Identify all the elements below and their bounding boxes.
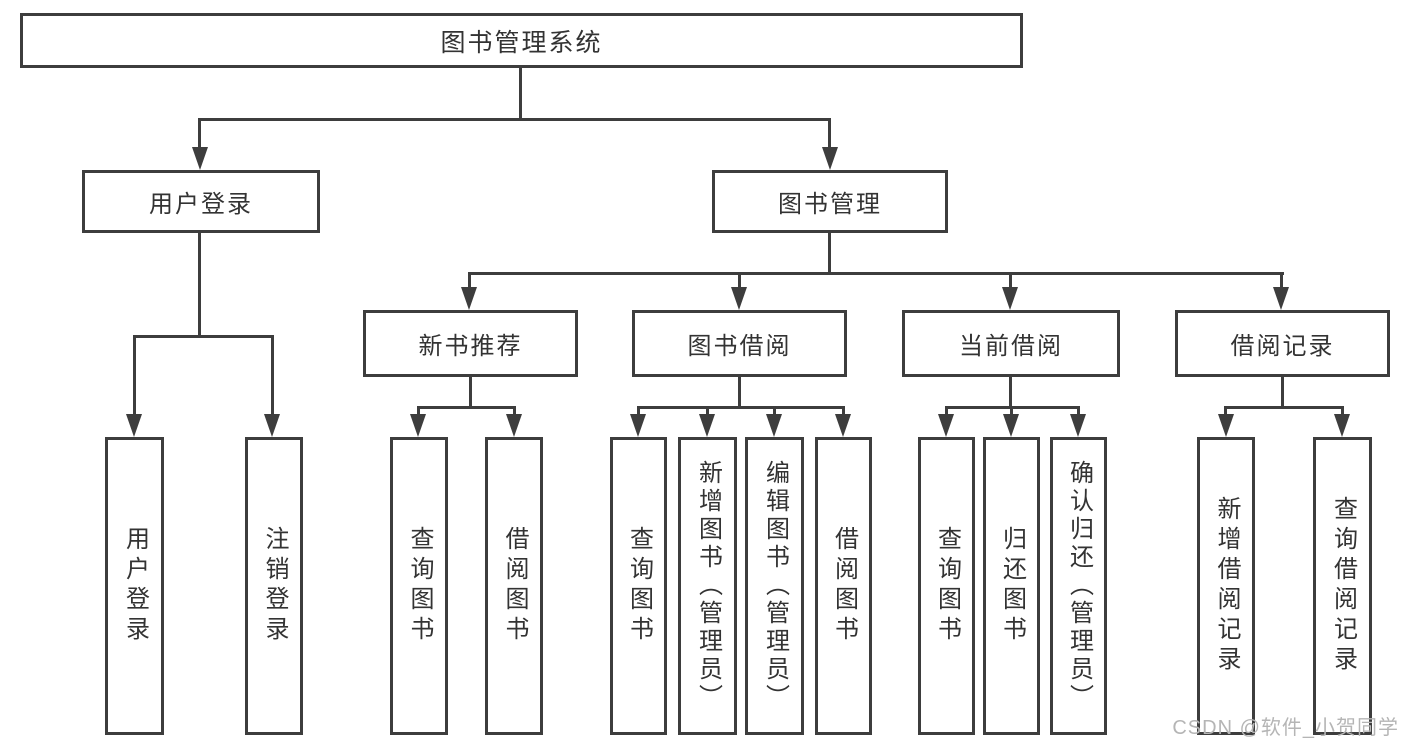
connector-bookborrow-drop-1 bbox=[637, 406, 640, 416]
connector-root-drop-right bbox=[828, 118, 831, 150]
arrowhead-newbooks-leaf-2 bbox=[506, 414, 522, 437]
arrowhead-records-leaf-1 bbox=[1218, 414, 1234, 437]
leaf-current-confirm-admin: 确认归还（管理员） bbox=[1050, 437, 1107, 735]
connector-root-drop-left bbox=[198, 118, 201, 150]
node-book-management: 图书管理 bbox=[712, 170, 948, 233]
connector-currentborrow-drop-2 bbox=[1010, 406, 1013, 416]
arrowhead-borrow-records bbox=[1273, 287, 1289, 310]
leaf-current-query: 查询图书 bbox=[918, 437, 975, 735]
arrowhead-bookborrow-leaf-2 bbox=[699, 414, 715, 437]
arrowhead-bookborrow-leaf-3 bbox=[766, 414, 782, 437]
node-user-login: 用户登录 bbox=[82, 170, 320, 233]
arrowhead-records-leaf-2 bbox=[1334, 414, 1350, 437]
connector-userlogin-drop-1 bbox=[133, 335, 136, 414]
arrowhead-book-management bbox=[822, 147, 838, 170]
node-borrow-records: 借阅记录 bbox=[1175, 310, 1390, 377]
arrowhead-currentborrow-leaf-3 bbox=[1070, 414, 1086, 437]
leaf-borrow-borrow: 借阅图书 bbox=[815, 437, 872, 735]
connector-newbooks-rail bbox=[417, 406, 516, 409]
leaf-newbooks-query: 查询图书 bbox=[390, 437, 448, 735]
leaf-borrow-add-admin: 新增图书（管理员） bbox=[678, 437, 737, 735]
connector-bookborrow-drop-4 bbox=[842, 406, 845, 416]
watermark: CSDN @软件_小贺同学 bbox=[1172, 717, 1399, 739]
leaf-user-login: 用户登录 bbox=[105, 437, 164, 735]
connector-bookborrow-stem bbox=[738, 377, 741, 409]
connector-records-drop-1 bbox=[1224, 406, 1227, 416]
arrowhead-current-borrow bbox=[1002, 287, 1018, 310]
connector-newbooks-drop-2 bbox=[513, 406, 516, 416]
arrowhead-login-leaf-1 bbox=[126, 414, 142, 437]
connector-userlogin-stem bbox=[198, 233, 201, 338]
arrowhead-new-books bbox=[461, 287, 477, 310]
connector-bookborrow-drop-3 bbox=[773, 406, 776, 416]
connector-bookborrow-drop-2 bbox=[706, 406, 709, 416]
connector-currentborrow-drop-3 bbox=[1077, 406, 1080, 416]
arrowhead-newbooks-leaf-1 bbox=[410, 414, 426, 437]
connector-l3-drop-1 bbox=[468, 272, 471, 288]
arrowhead-currentborrow-leaf-2 bbox=[1003, 414, 1019, 437]
connector-records-rail bbox=[1224, 406, 1344, 409]
connector-root-rail bbox=[198, 118, 831, 121]
leaf-borrow-edit-admin: 编辑图书（管理员） bbox=[745, 437, 804, 735]
connector-bookborrow-rail bbox=[637, 406, 844, 409]
node-new-books: 新书推荐 bbox=[363, 310, 578, 377]
leaf-records-query: 查询借阅记录 bbox=[1313, 437, 1372, 735]
arrowhead-book-borrow bbox=[731, 287, 747, 310]
connector-currentborrow-drop-1 bbox=[945, 406, 948, 416]
arrowhead-currentborrow-leaf-1 bbox=[938, 414, 954, 437]
node-book-borrow: 图书借阅 bbox=[632, 310, 847, 377]
arrowhead-bookborrow-leaf-1 bbox=[630, 414, 646, 437]
leaf-borrow-query: 查询图书 bbox=[610, 437, 667, 735]
connector-root-stem bbox=[519, 68, 522, 121]
arrowhead-login-leaf-2 bbox=[264, 414, 280, 437]
leaf-newbooks-borrow: 借阅图书 bbox=[485, 437, 543, 735]
connector-bookmgmt-rail bbox=[468, 272, 1284, 275]
connector-currentborrow-stem bbox=[1009, 377, 1012, 409]
leaf-records-add: 新增借阅记录 bbox=[1197, 437, 1255, 735]
connector-newbooks-drop-1 bbox=[417, 406, 420, 416]
connector-l3-drop-4 bbox=[1280, 272, 1283, 288]
node-current-borrow: 当前借阅 bbox=[902, 310, 1120, 377]
connector-userlogin-rail bbox=[133, 335, 274, 338]
connector-l3-drop-2 bbox=[738, 272, 741, 288]
connector-l3-drop-3 bbox=[1009, 272, 1012, 288]
connector-records-drop-2 bbox=[1341, 406, 1344, 416]
connector-records-stem bbox=[1281, 377, 1284, 409]
node-root-system: 图书管理系统 bbox=[20, 13, 1023, 68]
connector-bookmgmt-stem bbox=[828, 233, 831, 275]
arrowhead-user-login bbox=[192, 147, 208, 170]
leaf-current-return: 归还图书 bbox=[983, 437, 1040, 735]
connector-newbooks-stem bbox=[469, 377, 472, 409]
leaf-logout: 注销登录 bbox=[245, 437, 303, 735]
connector-userlogin-drop-2 bbox=[271, 335, 274, 414]
arrowhead-bookborrow-leaf-4 bbox=[835, 414, 851, 437]
